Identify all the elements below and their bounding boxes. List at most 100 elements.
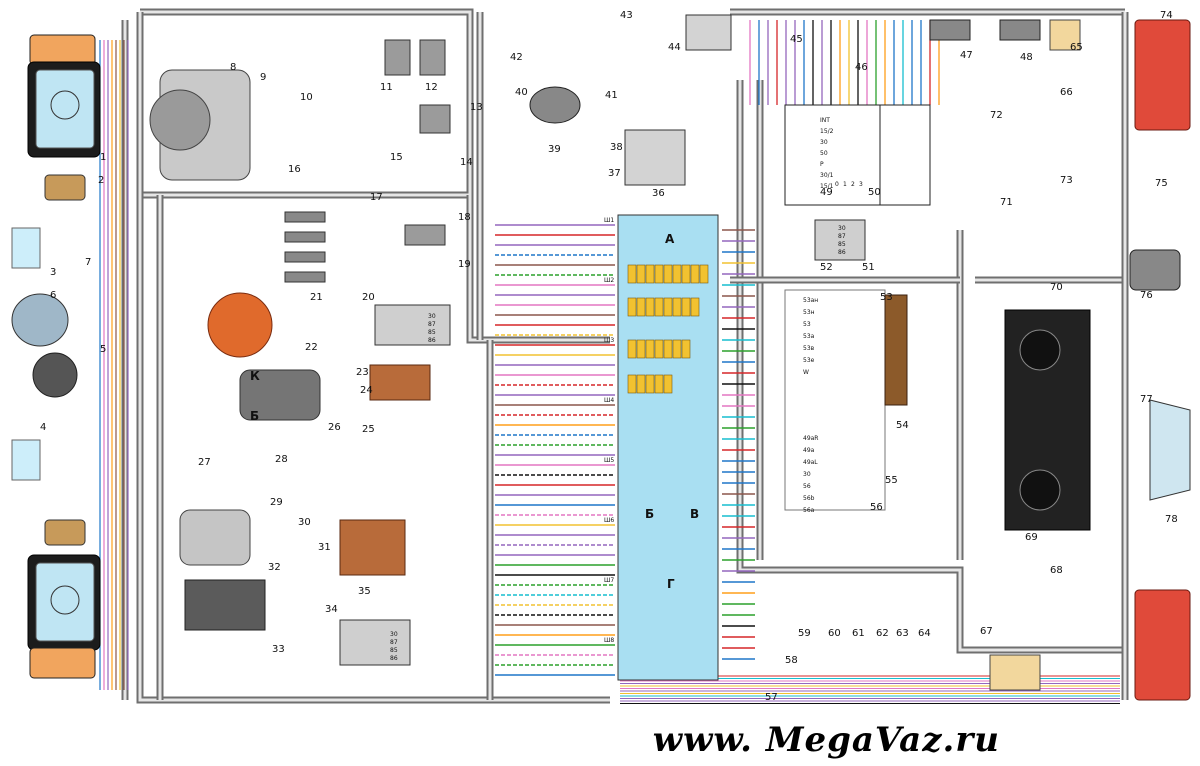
ignition-position-1: 1 bbox=[843, 181, 847, 188]
component-number-6: 6 bbox=[50, 290, 56, 301]
wiper-terminal-3: 53а bbox=[803, 333, 815, 340]
fuse-connector-pin bbox=[690, 297, 700, 317]
component-number-31: 31 bbox=[318, 542, 331, 553]
fuse-connector-pin bbox=[672, 297, 682, 317]
starter bbox=[179, 509, 251, 566]
component-number-61: 61 bbox=[852, 628, 865, 639]
component-number-57: 57 bbox=[765, 692, 778, 703]
wiper-terminal-4: 53в bbox=[803, 345, 815, 352]
turn-repeater-bottom bbox=[44, 519, 86, 546]
fuse-connector-pin bbox=[636, 374, 646, 394]
component-number-48: 48 bbox=[1020, 52, 1033, 63]
radiator-fan bbox=[11, 293, 69, 347]
component-number-77: 77 bbox=[1140, 394, 1153, 405]
component-number-12: 12 bbox=[425, 82, 438, 93]
component-number-68: 68 bbox=[1050, 565, 1063, 576]
fuse-connector-pin bbox=[636, 297, 646, 317]
fuse-connector-pin bbox=[672, 339, 682, 359]
component-number-2: 2 bbox=[98, 175, 104, 186]
component-number-14: 14 bbox=[460, 157, 473, 168]
component-number-51: 51 bbox=[862, 262, 875, 273]
fuse-connector-pin bbox=[645, 374, 655, 394]
fuse-connector-pin bbox=[672, 264, 682, 284]
component-number-28: 28 bbox=[275, 454, 288, 465]
headlamp-left-top bbox=[27, 34, 101, 158]
light-terminal-6: 56a bbox=[803, 507, 815, 514]
component-number-56: 56 bbox=[870, 502, 883, 513]
fuse-connector-pin bbox=[627, 264, 637, 284]
fuse-connector-pin bbox=[654, 264, 664, 284]
wiper-terminal-5: 53е bbox=[803, 357, 815, 364]
component-number-69: 69 bbox=[1025, 532, 1038, 543]
component-number-58: 58 bbox=[785, 655, 798, 666]
relay-20 bbox=[374, 304, 451, 346]
component-number-33: 33 bbox=[272, 644, 285, 655]
component-number-29: 29 bbox=[270, 497, 283, 508]
component-number-36: 36 bbox=[652, 188, 665, 199]
relay-52 bbox=[814, 219, 866, 261]
components bbox=[11, 14, 1191, 701]
wiper-terminal-0: 53ан bbox=[803, 297, 818, 304]
harness-trunk-core bbox=[140, 10, 472, 197]
door-motor-48-top bbox=[999, 19, 1041, 41]
fuse-connector-pin bbox=[681, 339, 691, 359]
coil-label-b: Б bbox=[250, 409, 259, 423]
fuse-connector-pin bbox=[699, 264, 709, 284]
component-number-15: 15 bbox=[390, 152, 403, 163]
component-number-19: 19 bbox=[458, 259, 471, 270]
component-number-16: 16 bbox=[288, 164, 301, 175]
fuse-connector-pin bbox=[681, 297, 691, 317]
connector-label-8: Ш8 bbox=[604, 637, 614, 644]
block-label-b: Б bbox=[645, 507, 654, 521]
fuse-connector-pin bbox=[654, 339, 664, 359]
component-number-53: 53 bbox=[880, 292, 893, 303]
component-number-17: 17 bbox=[370, 192, 383, 203]
component-number-40: 40 bbox=[515, 87, 528, 98]
headlamp-left-bottom bbox=[27, 554, 101, 679]
ignition-terminal-0: INT bbox=[820, 117, 830, 124]
connector-label-2: Ш2 bbox=[604, 277, 614, 284]
rear-lamp-bottom bbox=[1134, 589, 1191, 701]
component-number-22: 22 bbox=[305, 342, 318, 353]
component-number-50: 50 bbox=[868, 187, 881, 198]
relay-3-pin-30: 30 bbox=[838, 225, 846, 232]
harness-trunk-core bbox=[468, 195, 610, 342]
alternator bbox=[149, 69, 251, 181]
light-switch-50 bbox=[879, 104, 931, 206]
coil-labels: К Б bbox=[250, 369, 260, 423]
turn-repeater-top bbox=[44, 174, 86, 201]
fuse-connector-pin bbox=[645, 264, 655, 284]
block-label-a: А bbox=[665, 232, 675, 246]
component-number-49: 49 bbox=[820, 187, 833, 198]
component-number-20: 20 bbox=[362, 292, 375, 303]
connector-label-3: Ш3 bbox=[604, 337, 614, 344]
ignition-terminal-2: 30 bbox=[820, 139, 828, 146]
component-number-7: 7 bbox=[85, 257, 91, 268]
distributor bbox=[207, 292, 273, 358]
rear-wiper-motor bbox=[1129, 249, 1181, 291]
component-number-41: 41 bbox=[605, 90, 618, 101]
component-number-8: 8 bbox=[230, 62, 236, 73]
block-label-v: В bbox=[690, 507, 699, 521]
harness-trunk-core bbox=[138, 12, 610, 702]
instrument-cluster bbox=[1004, 309, 1091, 531]
relay-38 bbox=[624, 129, 686, 186]
component-number-55: 55 bbox=[885, 475, 898, 486]
component-number-11: 11 bbox=[380, 82, 393, 93]
component-number-73: 73 bbox=[1060, 175, 1073, 186]
component-number-75: 75 bbox=[1155, 178, 1168, 189]
spark-plugs bbox=[284, 211, 326, 283]
ignition-coil bbox=[239, 369, 321, 421]
light-terminal-1: 49a bbox=[803, 447, 815, 454]
connector-label-5: Ш5 bbox=[604, 457, 614, 464]
component-number-59: 59 bbox=[798, 628, 811, 639]
fuse-connector-pin bbox=[636, 264, 646, 284]
hydrocorrector-54 bbox=[884, 294, 908, 406]
control-unit-31 bbox=[339, 519, 406, 576]
wiper-terminal-1: 53н bbox=[803, 309, 815, 316]
wiper-terminal-2: 53 bbox=[803, 321, 811, 328]
